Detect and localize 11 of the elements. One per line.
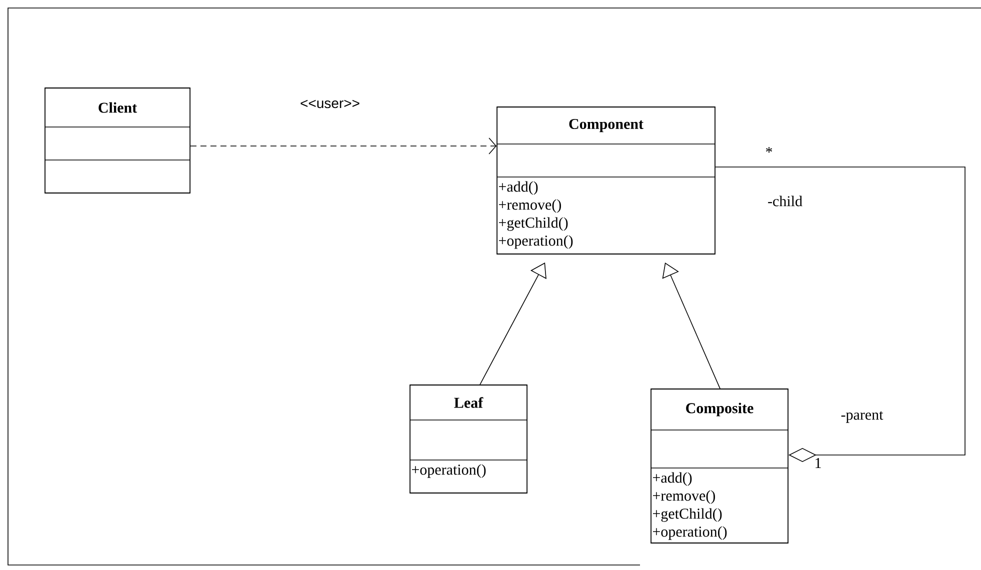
- arrow: [190, 138, 497, 154]
- role-label: -child: [768, 196, 802, 206]
- class-box: Client: [44, 88, 190, 194]
- class-box: Composite +add() +remove() +getChild() +operation(): [650, 388, 788, 544]
- edge-label: <<user>>: [299, 98, 361, 110]
- role-label: 1: [816, 458, 821, 468]
- aggregation-line: [715, 166, 966, 462]
- role-label: *: [766, 147, 772, 153]
- role-label: -parent: [841, 411, 884, 423]
- class-box: Component +add() +remove() +getChild() +operation(): [496, 106, 716, 254]
- class-box: Leaf +operation(): [410, 384, 528, 494]
